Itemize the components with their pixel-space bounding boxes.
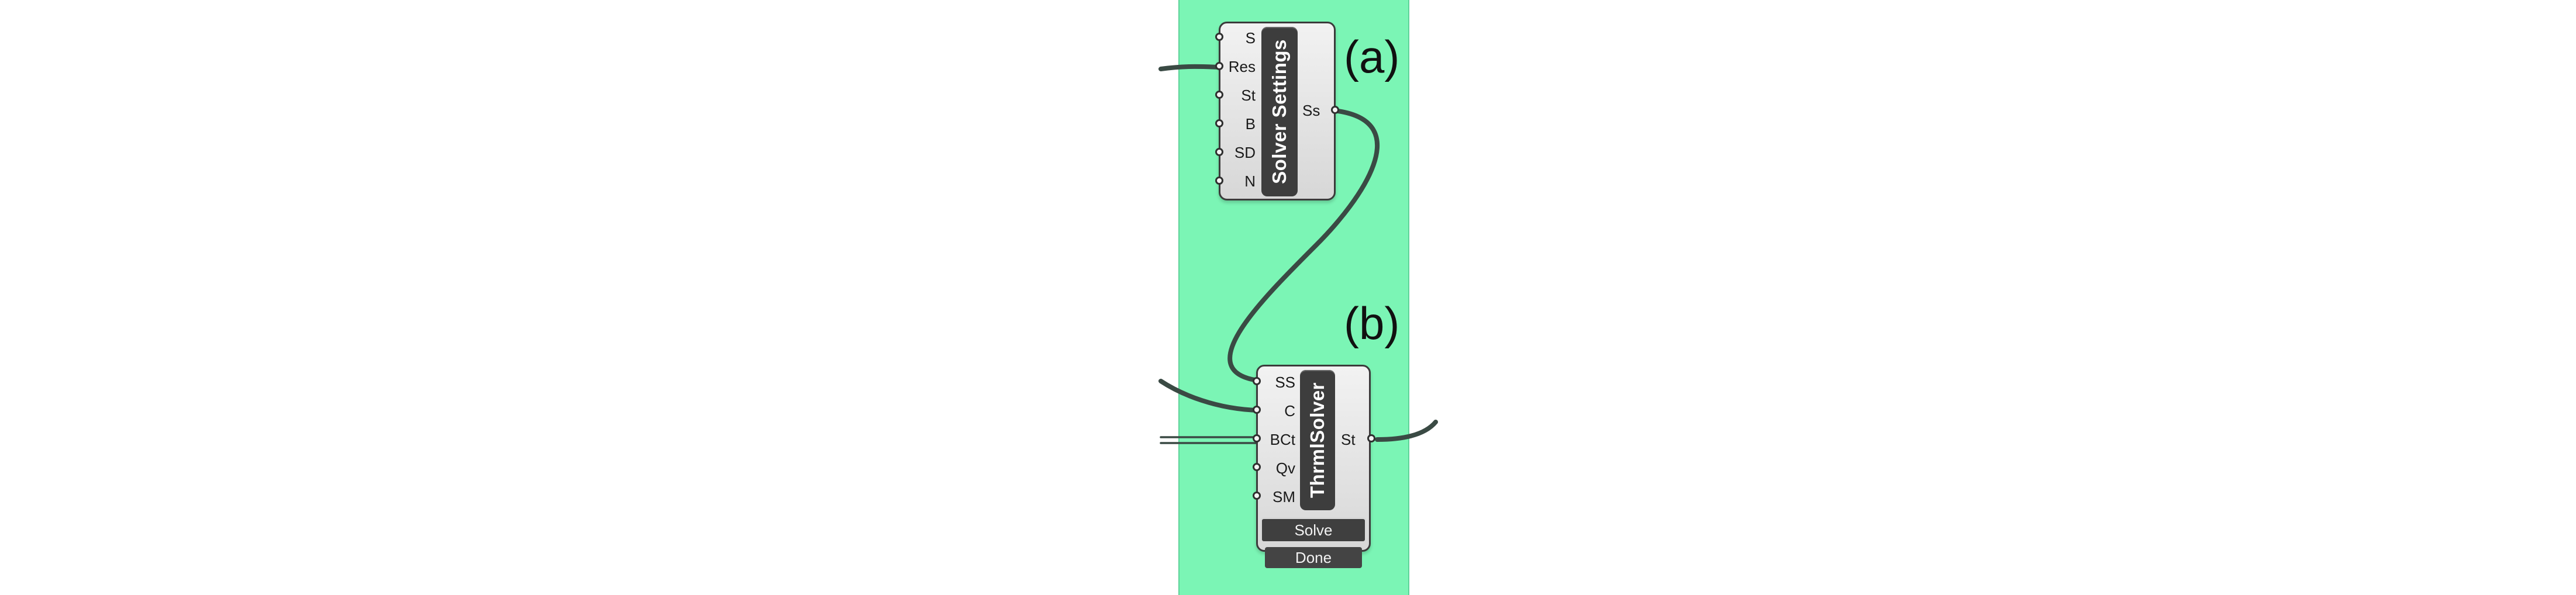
solver-settings-title-block: Solver Settings	[1261, 27, 1298, 196]
input-port-bct[interactable]: BCt	[1270, 431, 1295, 448]
input-grip-s[interactable]	[1215, 33, 1223, 41]
input-grip-sm[interactable]	[1253, 492, 1261, 500]
input-grip-c[interactable]	[1253, 406, 1261, 414]
solver-settings-component[interactable]: Solver Settings S Res St B SD N Ss	[1219, 22, 1336, 200]
thrmlsolver-component[interactable]: ThrmlSolver SS C BCt Qv SM St Solve	[1256, 365, 1371, 552]
output-port-ss[interactable]: Ss	[1302, 102, 1320, 119]
input-port-res[interactable]: Res	[1228, 58, 1256, 75]
input-port-s[interactable]: S	[1245, 29, 1256, 47]
input-port-sd[interactable]: SD	[1234, 144, 1256, 161]
input-grip-st[interactable]	[1215, 91, 1223, 99]
input-grip-n[interactable]	[1215, 177, 1223, 185]
solve-button[interactable]: Solve	[1260, 517, 1367, 543]
input-port-c[interactable]: C	[1284, 402, 1295, 420]
input-grip-qv[interactable]	[1253, 463, 1261, 471]
thrmlsolver-title-block: ThrmlSolver	[1300, 370, 1335, 510]
input-port-st[interactable]: St	[1241, 87, 1256, 104]
input-grip-res[interactable]	[1215, 62, 1223, 70]
thrmlsolver-title: ThrmlSolver	[1306, 382, 1328, 499]
input-grip-bct[interactable]	[1253, 434, 1261, 442]
status-done-label: Done	[1265, 547, 1362, 568]
input-port-qv[interactable]: Qv	[1275, 459, 1295, 477]
input-port-n[interactable]: N	[1244, 172, 1256, 190]
output-grip-st[interactable]	[1367, 434, 1375, 442]
output-port-st[interactable]: St	[1341, 431, 1356, 448]
input-port-b[interactable]: B	[1245, 115, 1256, 133]
output-grip-ss[interactable]	[1331, 106, 1339, 114]
input-grip-sd[interactable]	[1215, 148, 1223, 156]
input-port-sm[interactable]: SM	[1273, 488, 1295, 506]
input-grip-b[interactable]	[1215, 119, 1223, 127]
solver-settings-title: Solver Settings	[1268, 39, 1290, 184]
component-a-label: (a)	[1344, 31, 1400, 82]
input-grip-ss[interactable]	[1253, 377, 1261, 385]
component-b-label: (b)	[1344, 298, 1400, 349]
input-port-ss[interactable]: SS	[1275, 373, 1295, 391]
